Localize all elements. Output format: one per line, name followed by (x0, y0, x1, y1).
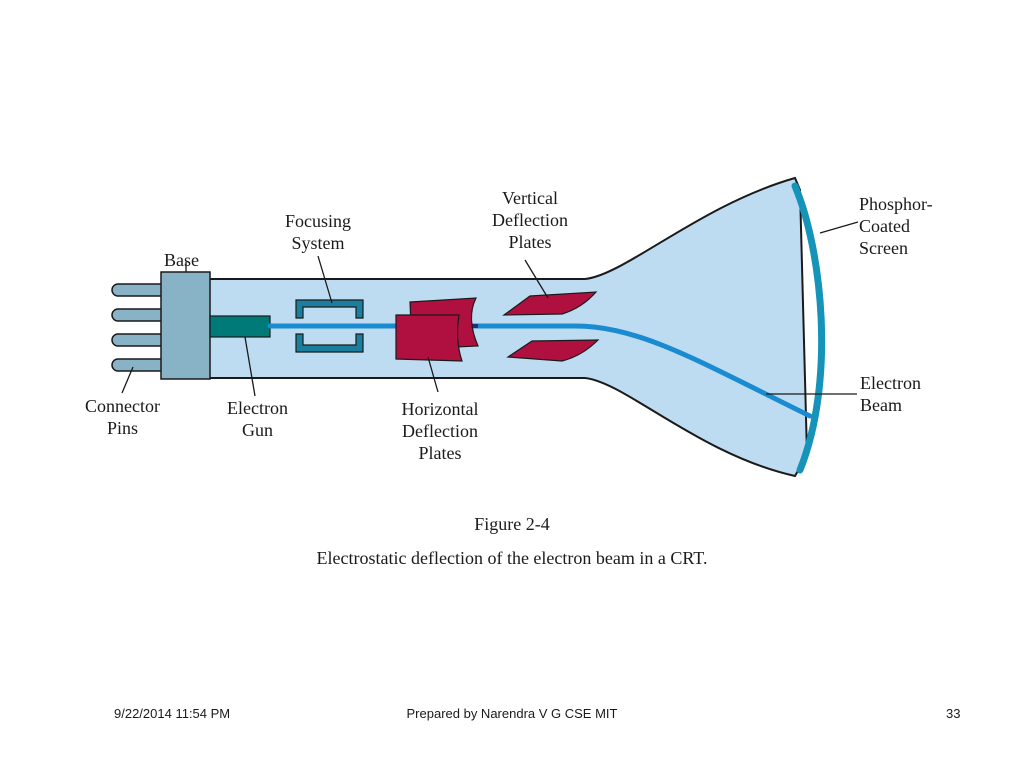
vertical-plate-top (502, 291, 598, 316)
horizontal-deflection-plates (395, 297, 479, 362)
footer-page-number: 33 (946, 706, 961, 721)
focusing-cylinder-top (295, 299, 364, 319)
leader-vertical-plates (524, 259, 549, 299)
label-line: Electron (860, 373, 921, 393)
connector-pin (111, 308, 169, 322)
label-line: Deflection (492, 210, 568, 230)
label-line: Plates (418, 443, 462, 463)
vertical-deflection-plates (502, 291, 600, 362)
label-line: Deflection (402, 421, 478, 441)
leader-horizontal (427, 356, 439, 393)
figure-number: Figure 2-4 (474, 514, 550, 534)
connector-pin (111, 358, 169, 372)
label-line: Plates (508, 232, 552, 252)
label-line: Focusing (284, 211, 351, 231)
label-line: System (291, 233, 345, 253)
footer-date: 9/22/2014 11:54 PM (114, 706, 231, 721)
connector-pins (111, 283, 169, 372)
vertical-plate-bottom (506, 339, 600, 362)
electron-beam (267, 323, 813, 419)
label-line: Screen (859, 238, 908, 258)
connector-pin (111, 283, 169, 297)
footer-author: Prepared by Narendra V G CSE MIT (406, 706, 618, 721)
label-base: Base (164, 249, 199, 271)
label-line: Vertical (502, 188, 558, 208)
leader-connector (121, 366, 134, 394)
phosphor-screen (791, 182, 826, 474)
electron-gun (209, 315, 271, 338)
label-line: Coated (859, 216, 910, 236)
label-line: Gun (242, 420, 273, 440)
base (160, 271, 211, 380)
label-line: Horizontal (401, 399, 479, 419)
figure-caption: Electrostatic deflection of the electron… (316, 548, 708, 568)
focusing-system (295, 299, 364, 353)
label-line: Electron (227, 398, 288, 418)
leader-focusing (317, 255, 333, 304)
leader-phosphor (819, 221, 859, 234)
horizontal-plate-front (395, 314, 463, 362)
connector-pin (111, 333, 169, 347)
focusing-cylinder-bottom (295, 333, 364, 353)
leader-gun (244, 336, 256, 397)
label-line: Beam (860, 395, 902, 415)
label-line: Phosphor- (859, 194, 933, 214)
label-line: Base (164, 250, 199, 270)
label-line: Connector (85, 396, 160, 416)
leader-lines (121, 221, 859, 397)
label-line: Pins (106, 418, 139, 438)
